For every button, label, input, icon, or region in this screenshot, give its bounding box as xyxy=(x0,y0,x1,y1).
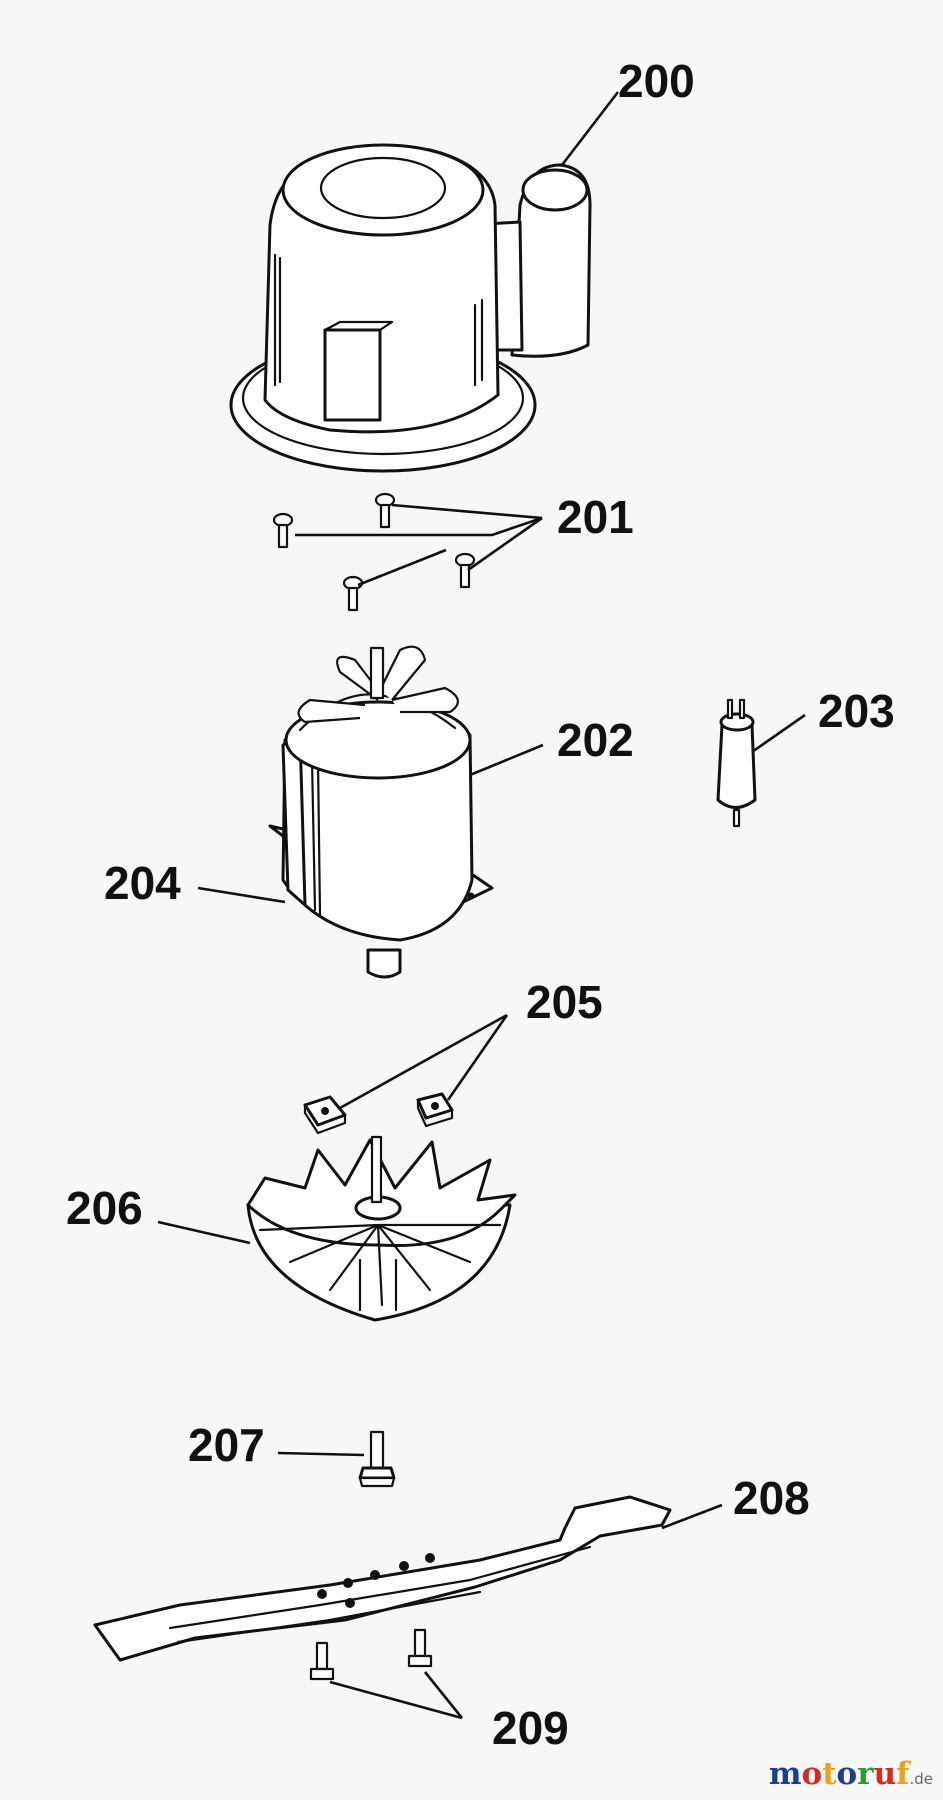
part-label-207: 207 xyxy=(188,1419,265,1471)
blade-bolt-drawing xyxy=(358,1430,396,1488)
part-label-206: 206 xyxy=(66,1182,143,1234)
capacitor-drawing xyxy=(716,698,757,828)
fan-impeller-drawing xyxy=(246,1135,517,1322)
leader-lines xyxy=(157,91,806,1720)
part-label-208: 208 xyxy=(733,1472,810,1524)
logo-letter: f xyxy=(896,1756,910,1792)
screws-201-drawing xyxy=(272,492,476,612)
part-label-200: 200 xyxy=(618,55,695,107)
part-label-205: 205 xyxy=(526,976,603,1028)
square-nuts-drawing xyxy=(303,1092,454,1135)
part-label-204: 204 xyxy=(104,857,181,909)
logo-letter: o xyxy=(836,1756,858,1792)
motoruf-logo: motoruf.de xyxy=(769,1756,933,1792)
logo-letter: o xyxy=(801,1756,823,1792)
part-label-203: 203 xyxy=(818,685,895,737)
logo-letter: u xyxy=(873,1756,897,1792)
mower-blade-drawing xyxy=(93,1495,672,1662)
motor-housing-cover-drawing xyxy=(229,143,592,473)
logo-suffix: .de xyxy=(909,1770,933,1788)
part-label-202: 202 xyxy=(557,714,634,766)
logo-letter: m xyxy=(768,1756,802,1792)
part-label-209: 209 xyxy=(492,1702,569,1754)
logo-letter: t xyxy=(822,1756,837,1792)
screws-209-drawing xyxy=(309,1628,433,1681)
part-label-201: 201 xyxy=(557,491,634,543)
logo-letter: r xyxy=(857,1756,874,1792)
electric-motor-drawing xyxy=(268,645,494,979)
